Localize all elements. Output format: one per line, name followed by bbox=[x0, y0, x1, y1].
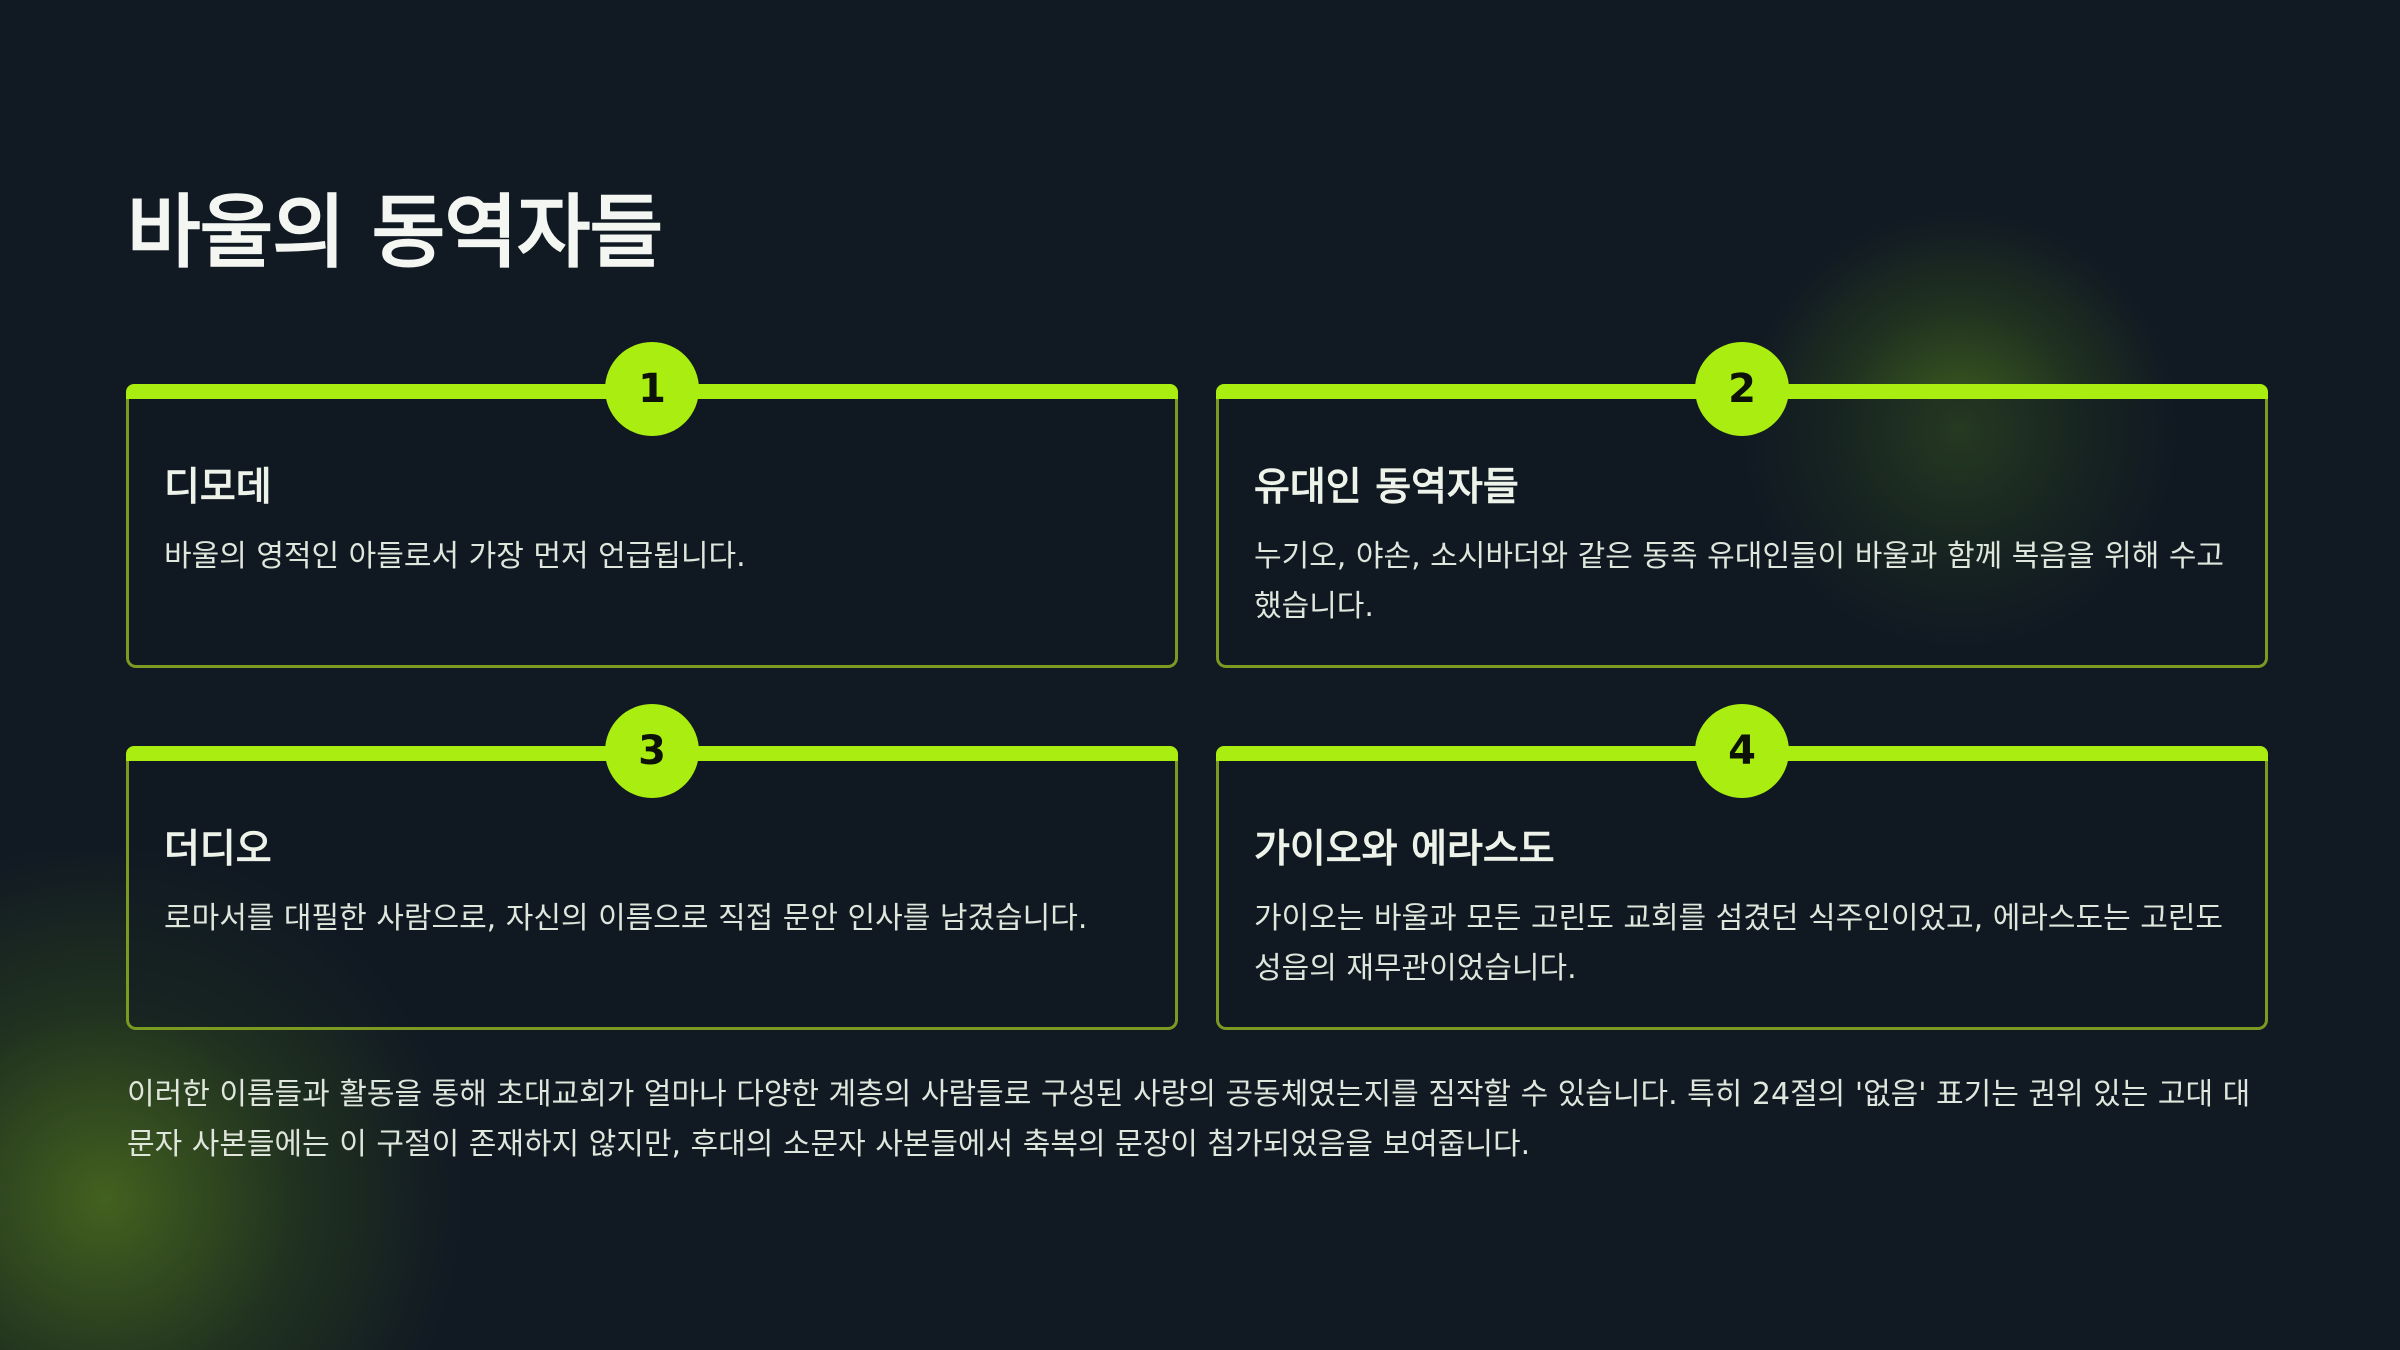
number-badge: 4 bbox=[1695, 704, 1789, 798]
card-heading: 가이오와 에라스도 bbox=[1254, 827, 1555, 872]
card-tertius: 3 더디오 로마서를 대필한 사람으로, 자신의 이름으로 직접 문안 인사를 … bbox=[126, 704, 1178, 1030]
number-badge: 1 bbox=[605, 342, 699, 436]
card-heading: 더디오 bbox=[164, 827, 272, 872]
card-gaius-erastus: 4 가이오와 에라스도 가이오는 바울과 모든 고린도 교회를 섬겼던 식주인이… bbox=[1216, 704, 2268, 1030]
card-body: 누기오, 야손, 소시바더와 같은 동족 유대인들이 바울과 함께 복음을 위해… bbox=[1254, 539, 2225, 624]
card-heading: 유대인 동역자들 bbox=[1254, 465, 1519, 510]
number-badge: 2 bbox=[1695, 342, 1789, 436]
card-jewish-coworkers: 2 유대인 동역자들 누기오, 야손, 소시바더와 같은 동족 유대인들이 바울… bbox=[1216, 342, 2268, 668]
card-body: 가이오는 바울과 모든 고린도 교회를 섬겼던 식주인이었고, 에라스도는 고린… bbox=[1254, 901, 2224, 986]
page-title: 바울의 동역자들 bbox=[127, 186, 663, 279]
footer-text: 이러한 이름들과 활동을 통해 초대교회가 얼마나 다양한 계층의 사람들로 구… bbox=[127, 1077, 2251, 1162]
number-badge: 3 bbox=[605, 704, 699, 798]
card-heading: 디모데 bbox=[164, 465, 272, 510]
card-body: 바울의 영적인 아들로서 가장 먼저 언급됩니다. bbox=[164, 539, 746, 574]
card-body: 로마서를 대필한 사람으로, 자신의 이름으로 직접 문안 인사를 남겼습니다. bbox=[164, 901, 1088, 936]
card-timothy: 1 디모데 바울의 영적인 아들로서 가장 먼저 언급됩니다. bbox=[126, 342, 1178, 668]
